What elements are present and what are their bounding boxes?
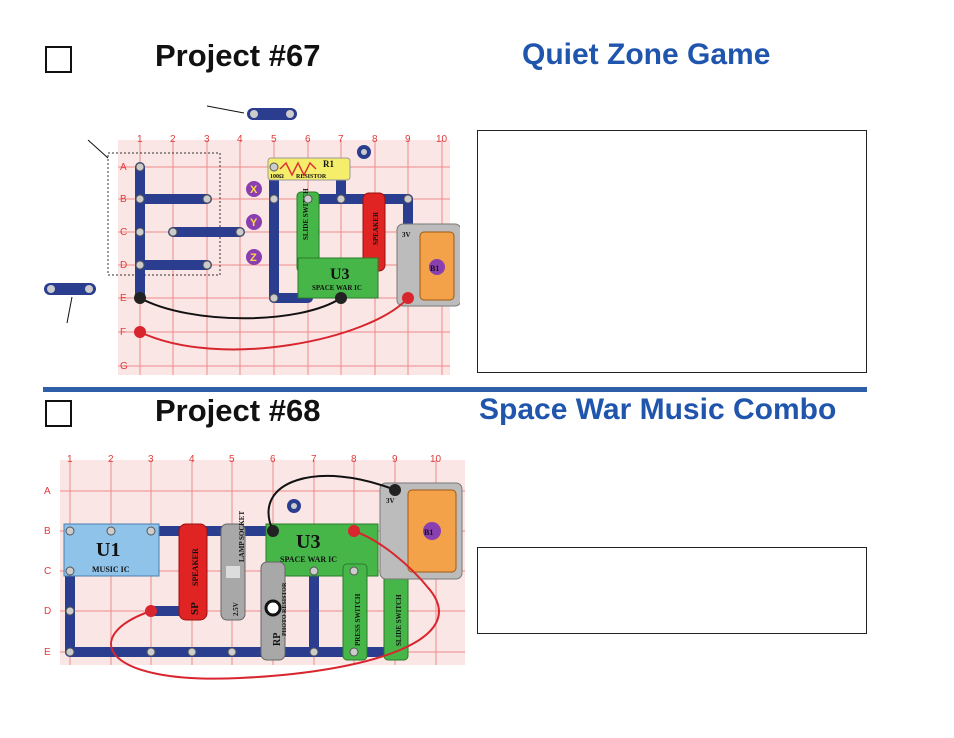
project-67-text-box: [477, 130, 867, 373]
resistor-text: RESISTOR: [296, 174, 327, 180]
resistor-r1: [267, 157, 351, 181]
col-label: 6: [305, 134, 311, 145]
marker-z: [246, 249, 262, 265]
marker-y-label: Y: [250, 217, 258, 229]
col-label: 1: [67, 454, 73, 465]
col-label: 10: [436, 134, 448, 145]
project-68-title: Project #68: [155, 393, 321, 428]
row-label: D: [44, 606, 51, 617]
col-label: 3: [148, 454, 154, 465]
project-68-checkbox[interactable]: [45, 400, 72, 427]
col-label: 2: [170, 134, 176, 145]
marker-x-label: X: [250, 184, 258, 196]
row-label: C: [120, 227, 127, 238]
loose-wire-piece: [247, 108, 297, 120]
lamp-label: 2.5V: [232, 602, 240, 616]
marker-z-label: Z: [250, 252, 257, 264]
project-68-name: Space War Music Combo: [479, 393, 837, 426]
col-label: 9: [405, 134, 411, 145]
marker-x: [246, 181, 262, 197]
row-label: F: [120, 327, 126, 338]
ic-text: SPACE WAR IC: [312, 284, 362, 292]
col-label: 8: [372, 134, 378, 145]
loose-wire-piece: [44, 283, 96, 295]
ic-label: U3: [330, 266, 350, 283]
switch-text: SLIDE SWITCH: [395, 594, 403, 646]
row-label: A: [44, 486, 51, 497]
space-war-ic-u3: [297, 257, 379, 299]
col-label: 10: [430, 454, 442, 465]
press-text: PRESS SWITCH: [354, 593, 362, 646]
col-label: 1: [137, 134, 143, 145]
col-label: 4: [189, 454, 195, 465]
project-67-name: Quiet Zone Game: [522, 38, 771, 71]
battery-volt: 3V: [402, 231, 411, 239]
project-67-title: Project #67: [155, 38, 321, 73]
col-label: 5: [229, 454, 235, 465]
col-label: 5: [271, 134, 277, 145]
section-divider: [43, 387, 867, 392]
row-label: D: [120, 260, 127, 271]
row-label: E: [120, 293, 127, 304]
battery-volt: 3V: [386, 497, 395, 505]
col-label: 7: [311, 454, 317, 465]
ic-text: SPACE WAR IC: [280, 555, 337, 564]
music-ic-label: U1: [96, 539, 120, 561]
switch-text: SLIDE SWITCH: [302, 188, 310, 240]
marker-y: [246, 214, 262, 230]
resistor-label: R1: [323, 159, 334, 169]
project-67-checkbox[interactable]: [45, 46, 72, 73]
row-label: C: [44, 566, 51, 577]
row-label: E: [44, 647, 51, 658]
photo-label: RP: [272, 633, 283, 646]
col-label: 7: [338, 134, 344, 145]
project-67-circuit-diagram: 1 2 3 4 5 6 7 8 9 10 A B C D E F G X Y Z…: [40, 100, 460, 375]
lamp-text: LAMP SOCKET: [238, 511, 246, 562]
col-label: 2: [108, 454, 114, 465]
project-68-text-box: [477, 547, 867, 634]
col-label: 3: [204, 134, 210, 145]
project-68-circuit-diagram: 1 2 3 4 5 6 7 8 9 10 A B C D E U1 MUSIC …: [40, 450, 470, 685]
ic-label: U3: [296, 531, 320, 553]
resistor-value: 100Ω: [270, 174, 284, 180]
photo-text: PHOTO RESISTOR: [282, 582, 288, 636]
col-label: 9: [392, 454, 398, 465]
speaker-text: SPEAKER: [191, 548, 200, 586]
music-ic-text: MUSIC IC: [92, 565, 130, 574]
col-label: 8: [351, 454, 357, 465]
row-label: A: [120, 162, 127, 173]
row-label: G: [120, 361, 128, 372]
battery-label: B1: [430, 264, 439, 273]
row-label: B: [120, 194, 127, 205]
speaker-label: SP: [189, 602, 201, 615]
battery-label: B1: [424, 528, 433, 537]
col-label: 6: [270, 454, 276, 465]
row-label: B: [44, 526, 51, 537]
speaker-sp: [178, 523, 208, 621]
speaker-text: SPEAKER: [372, 211, 380, 245]
col-label: 4: [237, 134, 243, 145]
press-switch-s2: [342, 563, 368, 661]
